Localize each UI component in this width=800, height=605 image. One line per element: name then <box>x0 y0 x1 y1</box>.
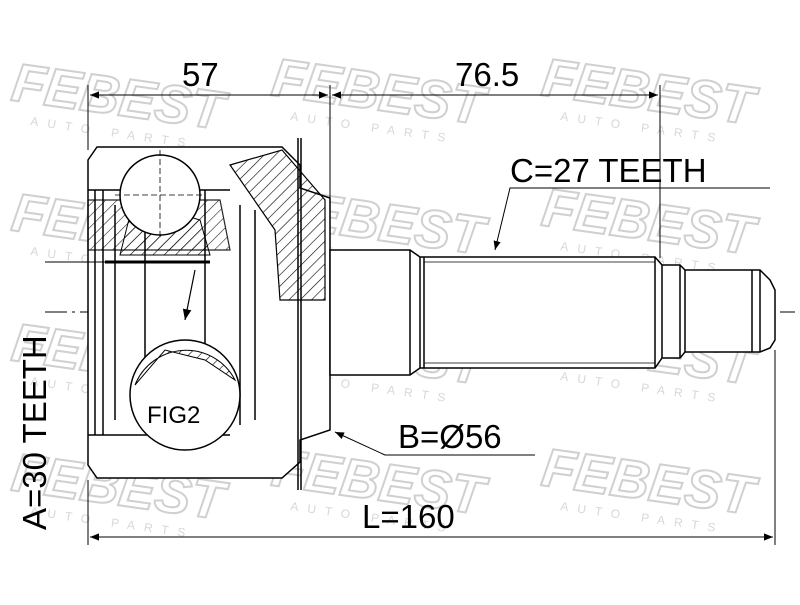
c-leader <box>493 187 770 251</box>
hatched-section <box>229 149 326 301</box>
fig2-hatched-area <box>134 349 236 386</box>
fig2-leader <box>182 269 196 321</box>
length-l-label: L=160 <box>362 498 455 535</box>
b-leader <box>334 431 535 456</box>
dimension-lines <box>87 85 776 545</box>
spline-a-label: A=30 TEETH <box>16 335 53 530</box>
dim-76-5-label: 76.5 <box>455 56 520 93</box>
diameter-b-label: B=Ø56 <box>398 418 502 455</box>
shaft <box>329 249 776 376</box>
fig2-label: FIG2 <box>147 402 201 429</box>
dim-57-label: 57 <box>182 56 219 93</box>
spline-c-label: C=27 TEETH <box>510 152 707 189</box>
fig2-detail-circle <box>129 339 241 451</box>
